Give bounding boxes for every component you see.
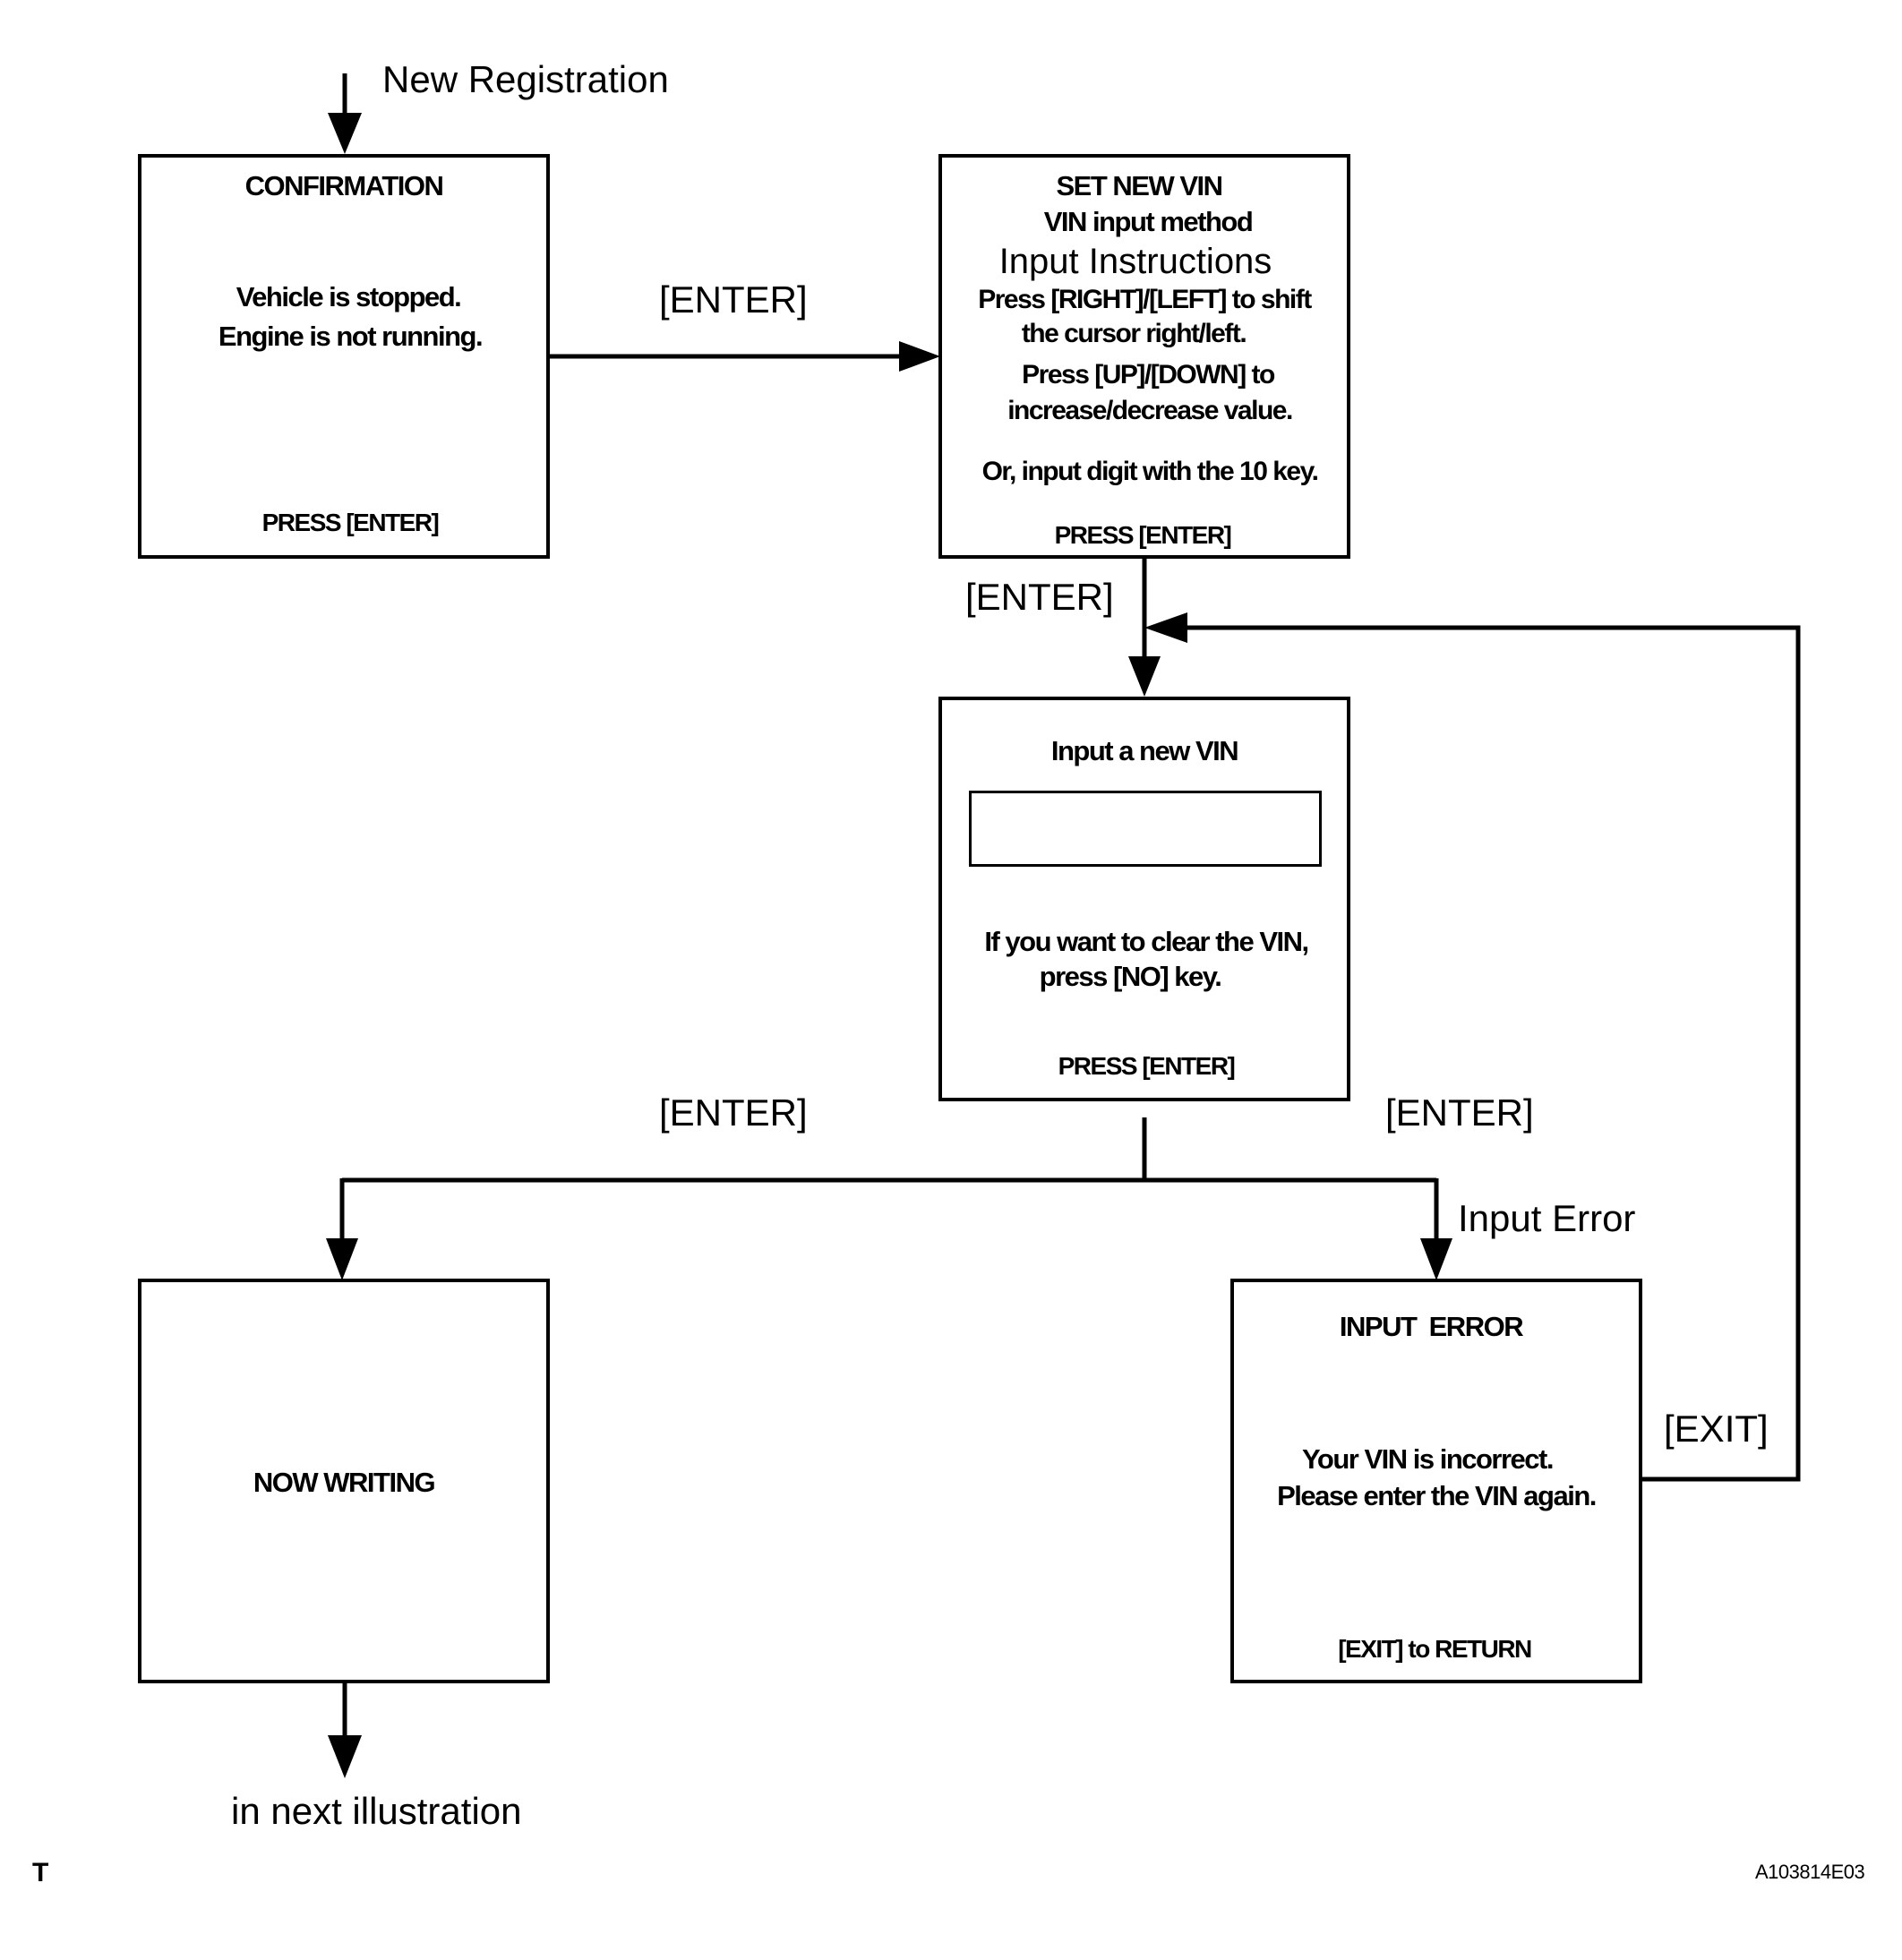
- set-new-vin-heading: Input Instructions: [998, 242, 1272, 281]
- confirmation-title: CONFIRMATION: [244, 170, 444, 201]
- input-vin-footer: PRESS [ENTER]: [1058, 1052, 1236, 1080]
- set-new-vin-title: SET NEW VIN: [1056, 170, 1223, 201]
- now-writing-title: NOW WRITING: [253, 1467, 436, 1498]
- figure-code: A103814E03: [1755, 1861, 1865, 1883]
- now-writing-screen: [138, 1279, 550, 1683]
- set-new-vin-subtitle: VIN input method: [1043, 206, 1254, 237]
- vin-input-field[interactable]: [969, 791, 1322, 867]
- edge-label-enter-2: [ENTER]: [965, 576, 1114, 618]
- confirmation-screen: [138, 154, 550, 559]
- confirmation-line-1: Vehicle is stopped.: [236, 281, 462, 312]
- input-error-line-2: Please enter the VIN again.: [1277, 1480, 1597, 1511]
- input-error-footer: [EXIT] to RETURN: [1338, 1635, 1532, 1663]
- input-vin-line-1: If you want to clear the VIN,: [984, 926, 1309, 957]
- confirmation-line-2: Engine is not running.: [218, 321, 484, 352]
- set-new-vin-line-5: Or, input digit with the 10 key.: [981, 457, 1319, 486]
- writing-exit-arrowhead: [328, 1735, 362, 1778]
- set-new-vin-line-4: increase/decrease value.: [1007, 396, 1293, 425]
- set-new-vin-screen: [938, 154, 1350, 559]
- set-new-vin-footer: PRESS [ENTER]: [1054, 521, 1232, 549]
- entry-arrowhead: [328, 113, 362, 154]
- input-vin-line-2: press [NO] key.: [1039, 961, 1222, 992]
- confirm-to-set-arrowhead: [899, 341, 940, 372]
- edge-label-enter-right: [ENTER]: [1385, 1091, 1534, 1134]
- input-error-title: INPUT ERROR: [1339, 1311, 1524, 1342]
- corner-mark: T: [32, 1858, 49, 1887]
- to-writing-arrowhead: [326, 1238, 358, 1280]
- exit-loop-line: [1178, 625, 1801, 1482]
- edge-label-input-error: Input Error: [1458, 1197, 1636, 1239]
- input-vin-screen: [938, 697, 1350, 1101]
- edge-label-exit: [EXIT]: [1664, 1408, 1769, 1450]
- set-new-vin-line-1: Press [RIGHT]/[LEFT] to shift: [978, 285, 1312, 314]
- set-new-vin-line-2: the cursor right/left.: [1021, 319, 1247, 348]
- set-new-vin-line-3: Press [UP]/[DOWN] to: [1022, 360, 1275, 389]
- input-vin-title: Input a new VIN: [1050, 735, 1239, 766]
- edge-label-enter-left: [ENTER]: [659, 1091, 808, 1134]
- input-error-screen: [1230, 1279, 1642, 1683]
- set-to-input-arrowhead: [1128, 656, 1161, 697]
- entry-label: New Registration: [382, 58, 669, 100]
- input-error-line-1: Your VIN is incorrect.: [1302, 1443, 1554, 1475]
- edge-label-enter-1: [ENTER]: [659, 278, 808, 321]
- exit-label: in next illustration: [231, 1790, 522, 1832]
- exit-loop-arrowhead: [1144, 612, 1187, 643]
- confirmation-footer: PRESS [ENTER]: [261, 509, 440, 536]
- to-error-arrowhead: [1420, 1238, 1452, 1280]
